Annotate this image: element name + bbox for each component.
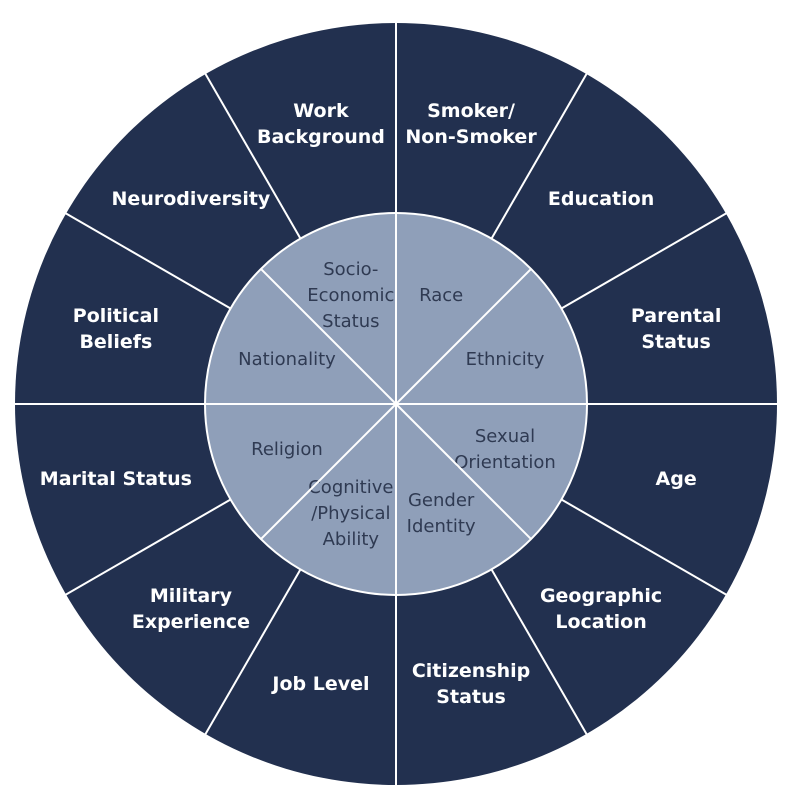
inner-divider (395, 403, 532, 540)
outer-divider (203, 568, 302, 737)
outer-divider (560, 211, 729, 310)
outer-divider (63, 211, 232, 310)
ring-dividers (13, 21, 779, 787)
outer-divider (490, 568, 589, 737)
outer-divider (560, 498, 729, 597)
inner-segment-label: Ethnicity (466, 349, 545, 370)
outer-segment-label: Age (656, 468, 697, 490)
outer-segment-label: Neurodiversity (112, 188, 271, 210)
inner-ring-border (204, 212, 588, 596)
outer-divider (203, 71, 302, 240)
inner-segment-label: Nationality (238, 349, 336, 370)
outer-divider (490, 71, 589, 240)
outer-segment-label: Job Level (270, 673, 369, 695)
inner-divider (260, 403, 397, 540)
outer-segment-label: Education (548, 188, 654, 210)
inner-segment-label: Race (419, 285, 463, 306)
inner-segment-label: Religion (251, 439, 323, 460)
outer-divider (63, 498, 232, 597)
inner-divider (395, 268, 532, 405)
inner-divider (260, 268, 397, 405)
outer-segment-label: Smoker/Non-Smoker (405, 100, 537, 148)
outer-segment-label: Marital Status (40, 468, 192, 490)
